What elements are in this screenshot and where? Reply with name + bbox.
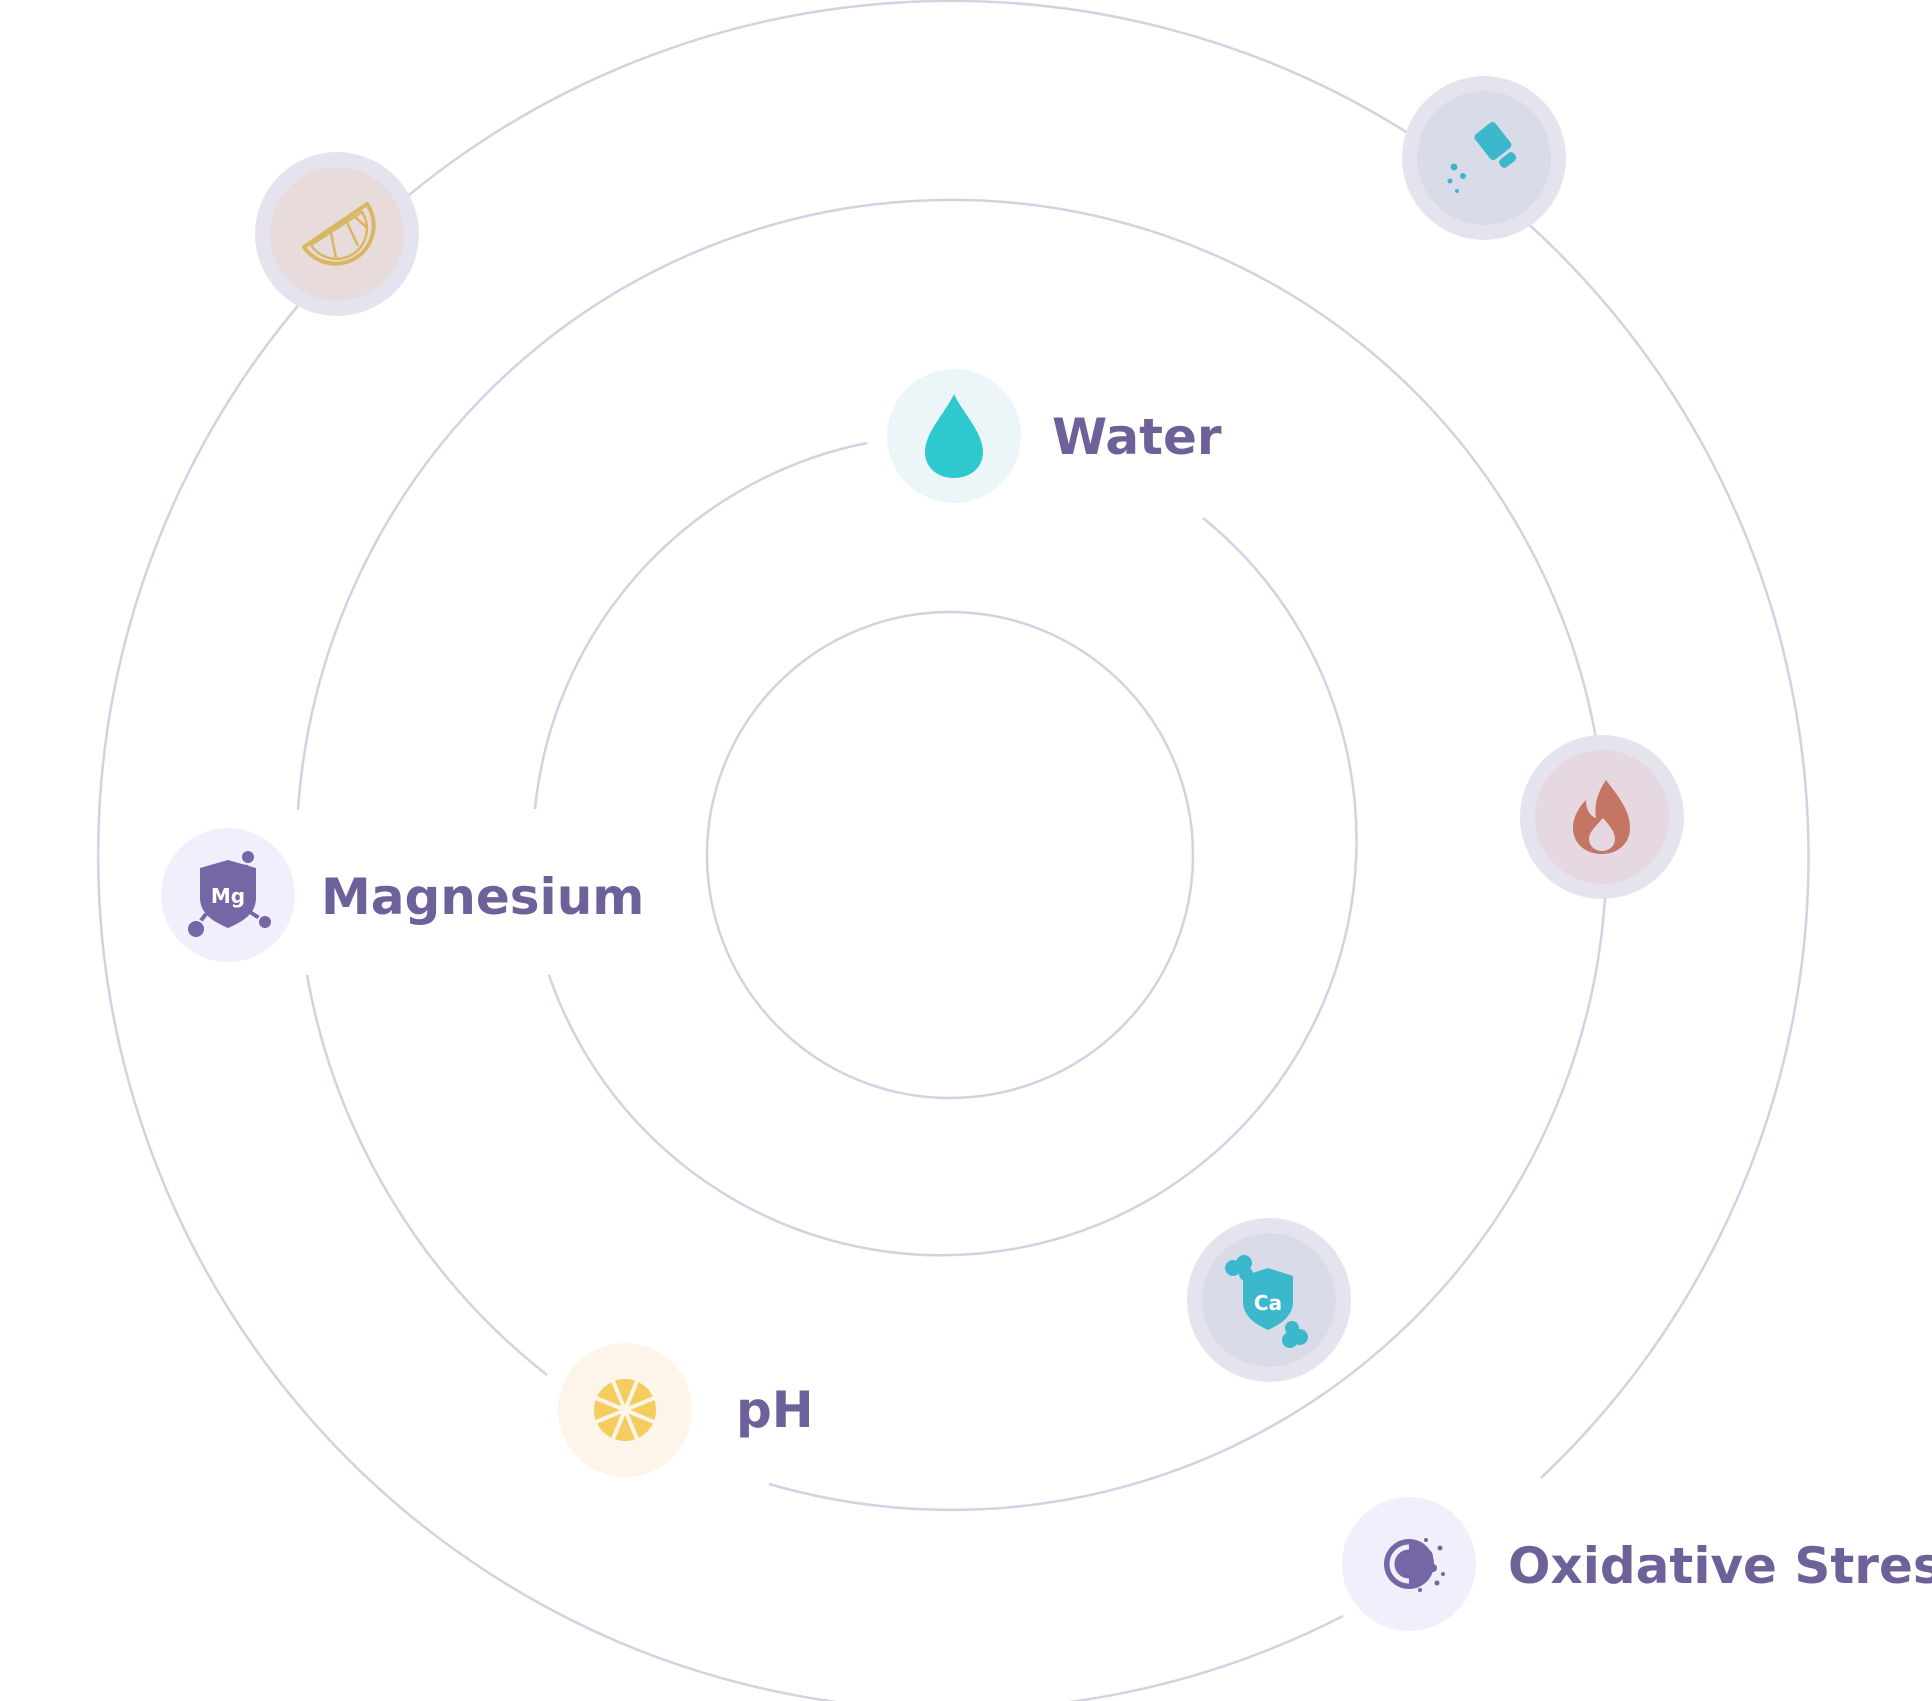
orbit-ring-3-arc-top: [296, 198, 1599, 811]
salt-node-inner: [1417, 91, 1551, 225]
orbit-ring-2-arc-left: [533, 441, 868, 810]
magnesium-symbol: Mg: [211, 884, 245, 908]
magnesium-node[interactable]: Mg: [161, 828, 295, 962]
water-label: Water: [1052, 408, 1222, 466]
orbit-ring-4-arc-right: [1514, 211, 1810, 1479]
citrus-segment-divider: [623, 1378, 640, 1411]
orbit-ring-4-arc-left: [96, 293, 1344, 1701]
calcium-bone-icon: Ca: [1225, 1255, 1308, 1348]
orbit-ring-3-arc-left: [305, 974, 548, 1376]
ph-label: pH: [736, 1381, 814, 1439]
oxidation-icon: [1384, 1538, 1445, 1592]
orbit-ring-1: [705, 610, 1195, 1100]
lemon-wedge-icon: [302, 202, 376, 266]
lemon-node-inner: [270, 167, 404, 301]
magnesium-shield-icon: Mg: [186, 849, 273, 939]
water-node[interactable]: [887, 369, 1021, 503]
oxidative-stress-label: Oxidative Stress: [1508, 1537, 1932, 1595]
citrus-segment-divider: [610, 1409, 627, 1442]
citrus-segment-divider: [593, 1395, 626, 1412]
magnesium-label: Magnesium: [321, 868, 645, 926]
orbit-ring-4-arc-top: [396, 0, 1412, 206]
flame-icon: [1573, 780, 1630, 854]
flame-inner: [1589, 818, 1615, 851]
citrus-segment-divider: [624, 1395, 657, 1412]
citrus-segment-divider: [610, 1378, 627, 1411]
salt-shaker-icon: [1447, 122, 1517, 193]
calcium-symbol: Ca: [1254, 1291, 1282, 1315]
citrus-segment-divider: [624, 1408, 657, 1425]
fire-node[interactable]: [1520, 735, 1684, 899]
lemon-node[interactable]: [255, 152, 419, 316]
calcium-node[interactable]: Ca: [1187, 1218, 1351, 1382]
citrus-slice-icon: [593, 1378, 657, 1442]
orbit-ring-3-arc-right: [768, 877, 1608, 1512]
citrus-segment-divider: [593, 1408, 626, 1425]
orbit-ring-2-arc-right: [547, 517, 1358, 1257]
water-drop-icon: [925, 394, 983, 478]
ph-node[interactable]: [558, 1343, 692, 1477]
oxidative-stress-node[interactable]: [1342, 1497, 1476, 1631]
salt-node[interactable]: [1402, 76, 1566, 240]
citrus-segment-divider: [623, 1409, 640, 1442]
